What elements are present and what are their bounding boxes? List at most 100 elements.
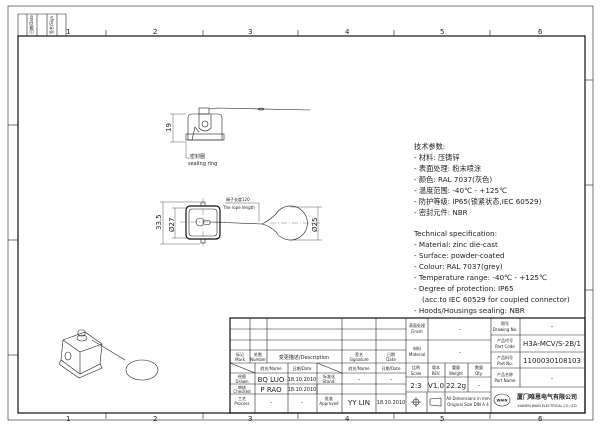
finish-value: – xyxy=(459,327,462,333)
mark-label-cn: 标记 xyxy=(236,351,244,357)
qty-label-cn: 数量 xyxy=(475,364,483,370)
checked-label-cn: 审核 xyxy=(238,384,246,390)
stand-label: Stand. xyxy=(323,379,336,384)
projection-symbol-icon xyxy=(411,397,442,407)
part-code-label: Part Code xyxy=(495,344,515,349)
dimensions-note: All Dimensions in mm xyxy=(446,396,490,401)
drawing-no-value: – xyxy=(551,324,554,330)
header-cell-date: 日期/Date xyxy=(28,15,34,34)
finish-label-cn: 表面处理 xyxy=(409,322,425,328)
column-number: 1 xyxy=(66,415,70,423)
spec-line-en: - Degree of protection: IP65 xyxy=(414,284,514,293)
spec-title-en: Technical specification: xyxy=(413,229,497,238)
drawn-name: BQ LUO xyxy=(258,376,285,384)
part-no-value: 1100030108103 xyxy=(523,357,581,365)
spec-line-cn: - 温度范围: -40℃ - +125℃ xyxy=(414,186,507,195)
part-name-label: Part Name xyxy=(495,378,517,383)
spec-line-en: - Material: zinc die-cast xyxy=(414,240,498,249)
column-number: 4 xyxy=(345,415,350,423)
column-number: 6 xyxy=(538,415,543,423)
process-date: – xyxy=(301,400,304,406)
dimension-ring-diameter: Ø25 xyxy=(311,218,319,232)
spec-line-cn: - 表面处理: 粉末喷涂 xyxy=(414,164,481,173)
checked-name: P RAO xyxy=(260,386,282,394)
finish-label: Finish xyxy=(411,329,423,334)
material-value: – xyxy=(459,350,462,356)
weight-label-cn: 重量 xyxy=(452,364,460,370)
rope-length-label-en: The rope length xyxy=(222,205,255,210)
column-number: 5 xyxy=(440,28,444,36)
spec-line-cn: - 材料: 压铸锌 xyxy=(414,153,460,162)
date-label: Date xyxy=(386,357,396,362)
company-logo: WAIN xyxy=(493,393,511,407)
part-name-value: – xyxy=(551,376,554,382)
drawing-no-label: Drawing No. xyxy=(493,327,518,332)
column-number: 3 xyxy=(248,415,252,423)
qty-value: – xyxy=(478,383,481,389)
technical-specification: 技术参数: - 材料: 压铸锌 - 表面处理: 粉末喷涂 - 颜色: RAL 7… xyxy=(413,142,570,315)
weight-label: Weight xyxy=(449,371,463,376)
checked-label: Checked xyxy=(233,389,251,394)
part-no-label-cn: 产品料号 xyxy=(497,354,513,360)
dimension-width: 33.5 xyxy=(155,214,163,230)
name-header: 姓名/Name xyxy=(260,365,282,371)
process-name: – xyxy=(270,400,273,406)
number-label: Number xyxy=(250,357,266,362)
original-size-note: Original Size DIN A 4 xyxy=(447,402,489,407)
part-name-label-cn: 产品名称 xyxy=(497,371,513,377)
column-number: 2 xyxy=(153,415,157,423)
column-number: 3 xyxy=(248,28,252,36)
dimension-height: 19 xyxy=(165,123,173,132)
spec-line-en: - Hoods/Housings sealing: NBR xyxy=(414,306,525,315)
spec-line-en: (acc.to IEC 60529 for coupled connector) xyxy=(422,295,570,304)
rev-value: V1.0 xyxy=(428,382,444,390)
rope-length-label-cn: 绳子长度120 xyxy=(226,196,250,202)
approved-name: YY LIN xyxy=(347,399,370,407)
material-label-cn: 材料 xyxy=(413,345,421,351)
isometric-view xyxy=(58,329,159,381)
column-number: 1 xyxy=(66,28,70,36)
spec-title-cn: 技术参数: xyxy=(414,142,445,151)
side-view: 19 密封圈 sealing ring xyxy=(165,107,311,167)
signature-label-cn: 签名 xyxy=(355,351,363,357)
part-no-label: Part No. xyxy=(497,361,513,366)
front-view: 33.5 Ø27 Ø25 绳子长度120 The rope length xyxy=(155,196,322,246)
drawing-no-label-cn: 图号 xyxy=(501,320,509,326)
part-code-label-cn: 产品代号 xyxy=(497,337,513,343)
scale-label: Scale xyxy=(411,371,422,376)
column-number: 2 xyxy=(153,28,157,36)
scale-label-cn: 比例 xyxy=(412,364,420,370)
spec-line-cn: - 颜色: RAL 7037(灰色) xyxy=(414,175,492,184)
header-cell-sign: 签名/Sign xyxy=(48,15,54,34)
drawn-label: Drawn xyxy=(236,379,249,384)
signature-label: Signature xyxy=(349,357,369,362)
rev-label-cn: 版本 xyxy=(432,364,440,370)
date-header: 日期/Date xyxy=(382,365,401,371)
logo-text: WAIN xyxy=(497,399,508,403)
mark-label: Mark xyxy=(235,357,246,362)
date-header: 日期/Date xyxy=(293,365,312,371)
process-label-cn: 工艺 xyxy=(238,396,246,401)
spec-line-cn: - 防护等级: IP65(锁紧状态,IEC 60529) xyxy=(414,197,542,206)
company-name-cn: 厦门唯恩电气有限公司 xyxy=(517,393,577,401)
dimension-inner-diameter: Ø27 xyxy=(168,218,176,232)
number-label-cn: 处数 xyxy=(254,351,262,357)
description-header: 变更描述/Description xyxy=(279,354,329,361)
sealing-ring-label-en: sealing ring xyxy=(188,161,217,167)
spec-line-cn: - 密封元件: NBR xyxy=(414,208,468,217)
scale-value: 2:3 xyxy=(410,382,421,390)
process-label: Process xyxy=(234,401,249,406)
qty-label: Qty. xyxy=(475,371,483,376)
stand-date: – xyxy=(390,377,393,383)
spec-line-en: - Colour: RAL 7037(grey) xyxy=(414,262,503,271)
stand-label-cn: 标准化 xyxy=(323,373,335,379)
drawn-date: 18.10.2010 xyxy=(288,377,317,383)
spec-line-en: - Temperature range: -40℃ - +125℃ xyxy=(414,273,547,282)
spec-line-en: - Surface: powder-coated xyxy=(414,251,504,260)
drawn-label-cn: 绘图 xyxy=(238,373,246,379)
name-header: 姓名/Name xyxy=(348,365,370,371)
approved-label-cn: 批准 xyxy=(325,395,333,401)
stand-name: – xyxy=(358,377,361,383)
part-code-value: H3A-MCV/S-2B/1 xyxy=(523,340,581,348)
